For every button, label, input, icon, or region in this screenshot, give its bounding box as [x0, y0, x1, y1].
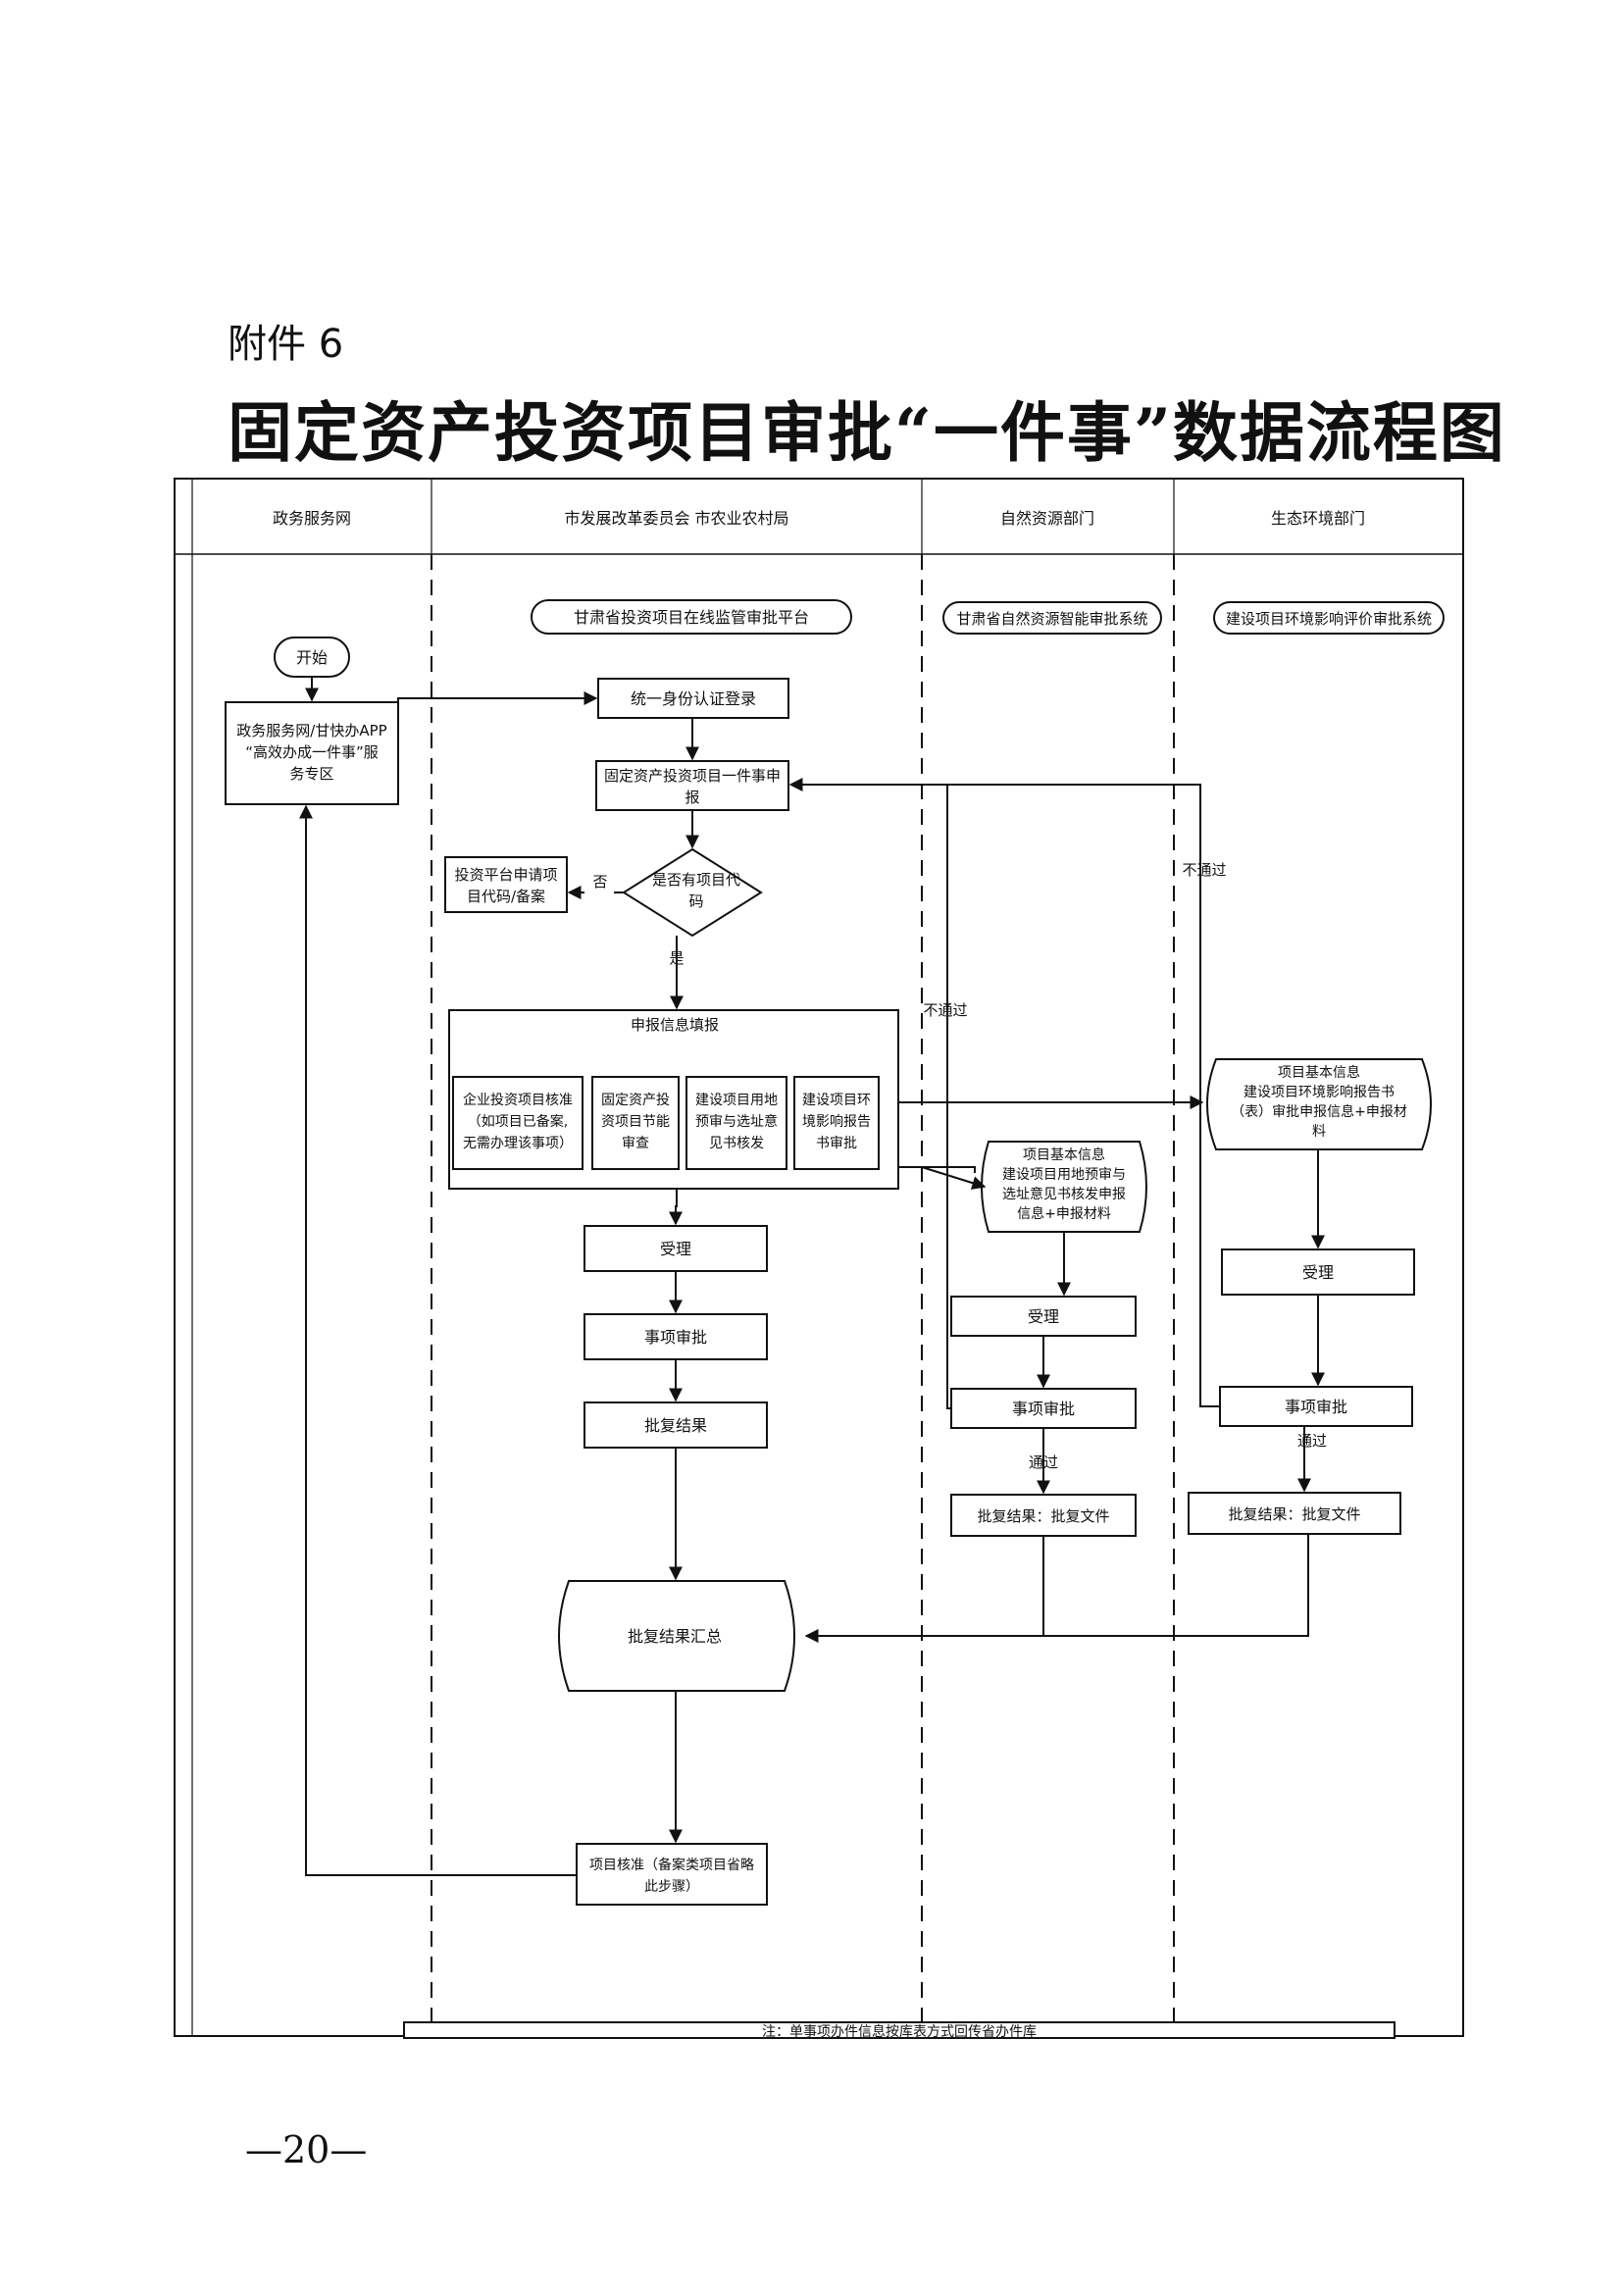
login-box: [597, 678, 789, 719]
nr-accept-box: [950, 1296, 1137, 1337]
footer-note: 注：单事项办件信息按库表方式回传省办件库: [762, 2023, 1037, 2040]
fill-info-label: 申报信息填报: [631, 1016, 719, 1034]
gov-portal-line: 务专区: [289, 765, 333, 783]
label-pass-env: 通过: [1297, 1432, 1327, 1450]
sub1-line: （如项目已备案,: [468, 1113, 568, 1130]
gov-portal-line: “高效办成一件事”服: [245, 743, 379, 761]
label-reject-nr: 不通过: [923, 1001, 967, 1019]
nr-accept-label: 受理: [1028, 1307, 1059, 1326]
sub2-line: 固定资产投: [601, 1093, 670, 1108]
sub-box-3: [685, 1076, 787, 1170]
sub4-line: 建设项目环: [802, 1093, 871, 1108]
sub2-line: 资项目节能: [601, 1114, 670, 1130]
env-result-box: [1188, 1492, 1401, 1535]
page-number: —20—: [245, 2128, 368, 2171]
system-env: [1213, 601, 1445, 635]
env-approve-label: 事项审批: [1285, 1398, 1347, 1416]
apply-code-line: 投资平台申请项: [454, 866, 557, 884]
system-env-label: 建设项目环境影响评价审批系统: [1226, 610, 1432, 628]
nr-data-line: 项目基本信息: [1023, 1146, 1105, 1163]
apply-code-line: 目代码/备案: [467, 888, 545, 905]
lane-dev-reform: 市发展改革委员会 市农业农村局: [564, 509, 788, 528]
result-main-box: [584, 1401, 768, 1449]
lane-eco-env: 生态环境部门: [1271, 509, 1365, 528]
decision-line: 码: [688, 892, 703, 910]
declare-box: [595, 760, 789, 811]
nr-result-label: 批复结果：批复文件: [977, 1507, 1109, 1525]
verify-line: 此步骤）: [644, 1879, 699, 1895]
system-nr-label: 甘肃省自然资源智能审批系统: [956, 610, 1147, 628]
nr-result-box: [950, 1494, 1137, 1537]
nr-data-line: 建设项目用地预审与: [1002, 1167, 1126, 1183]
accept-main-box: [584, 1225, 768, 1272]
apply-code-box: [444, 856, 568, 913]
sub3-line: 见书核发: [709, 1136, 764, 1151]
sub4-line: 书审批: [816, 1136, 857, 1151]
nr-data-line: 信息+申报材料: [1017, 1205, 1111, 1222]
nr-data-doc: [981, 1141, 1147, 1233]
gov-portal-box: [225, 701, 399, 805]
approve-main-label: 事项审批: [644, 1328, 707, 1347]
label-no: 否: [592, 873, 607, 891]
declare-line: 报: [685, 789, 699, 806]
decision-diamond: [622, 847, 763, 938]
system-invest-platform-label: 甘肃省投资项目在线监管审批平台: [574, 608, 809, 627]
sub4-line: 境影响报告: [802, 1114, 871, 1130]
verify-box: [576, 1843, 768, 1906]
label-reject-env: 不通过: [1182, 861, 1226, 879]
sub3-line: 预审与选址意: [695, 1113, 778, 1130]
sub2-line: 审查: [622, 1136, 649, 1151]
nr-approve-label: 事项审批: [1012, 1400, 1075, 1418]
gov-portal-line: 政务服务网/甘快办APP: [236, 722, 386, 739]
system-invest-platform: [531, 599, 852, 635]
lane-gov-service: 政务服务网: [273, 509, 351, 528]
login-label: 统一身份认证登录: [631, 689, 756, 708]
sub-box-2: [591, 1076, 680, 1170]
start-label: 开始: [296, 648, 328, 667]
summary-label: 批复结果汇总: [628, 1627, 722, 1646]
sub1-line: 无需办理该事项）: [463, 1136, 573, 1151]
sub-box-4: [793, 1076, 880, 1170]
connectors: [299, 677, 1325, 1876]
decision-line: 是否有项目代: [652, 871, 740, 889]
footer-note-bar: [403, 2021, 1396, 2039]
env-data-line: （表）审批申报信息+申报材: [1231, 1103, 1407, 1120]
env-data-line: 料: [1312, 1124, 1326, 1140]
sub-box-1: [452, 1076, 584, 1170]
summary-cylinder: [558, 1580, 795, 1692]
result-main-label: 批复结果: [644, 1416, 707, 1435]
env-data-line: 项目基本信息: [1278, 1064, 1360, 1081]
env-data-line: 建设项目环境影响报告书: [1243, 1085, 1395, 1100]
lane-natural-resources: 自然资源部门: [1000, 509, 1094, 528]
page-title: 固定资产投资项目审批“一件事”数据流程图: [228, 394, 1506, 471]
verify-line: 项目核准（备案类项目省略: [589, 1857, 754, 1873]
accept-main-label: 受理: [660, 1240, 691, 1258]
approve-main-box: [584, 1313, 768, 1360]
env-result-label: 批复结果：批复文件: [1228, 1505, 1360, 1523]
env-accept-label: 受理: [1302, 1263, 1334, 1282]
declare-line: 固定资产投资项目一件事申: [604, 767, 781, 785]
sub1-line: 企业投资项目核准: [463, 1092, 573, 1108]
attachment-label: 附件 6: [228, 322, 344, 367]
nr-data-line: 选址意见书核发申报: [1002, 1186, 1126, 1202]
env-data-doc: [1206, 1058, 1432, 1150]
sub3-line: 建设项目用地: [695, 1093, 778, 1108]
system-nr: [942, 601, 1162, 635]
